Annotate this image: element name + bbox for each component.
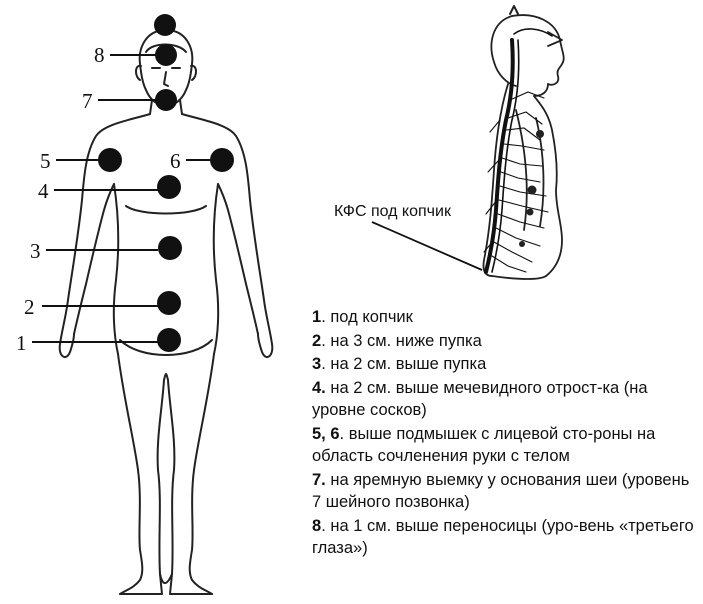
point-label-1: 1	[16, 331, 27, 355]
legend: 1. под копчик 2. на 3 см. ниже пупка 3. …	[312, 306, 698, 561]
leader-lines	[32, 54, 210, 343]
side-view-figure	[482, 5, 565, 280]
point-2-dot	[157, 291, 181, 315]
crown-dot	[154, 14, 176, 36]
chakra-points	[98, 14, 234, 352]
legend-item-8: 8. на 1 см. выше переносицы (уро-вень «т…	[312, 516, 694, 558]
legend-item-4: 4. на 2 см. выше мечевидного отрост-ка (…	[312, 378, 648, 420]
point-3-dot	[158, 236, 182, 260]
point-label-7: 7	[82, 89, 93, 113]
point-label-4: 4	[38, 179, 49, 203]
point-4-dot	[157, 175, 181, 199]
legend-item-1: 1. под копчик	[312, 308, 413, 326]
human-figure-outline	[58, 29, 274, 595]
point-7-dot	[155, 89, 177, 111]
point-1-dot	[157, 328, 181, 352]
point-label-6: 6	[170, 149, 181, 173]
point-label-3: 3	[30, 239, 41, 263]
legend-item-2: 2. на 3 см. ниже пупка	[312, 331, 482, 350]
legend-item-7: 7. на яремную выемку у основания шеи (ур…	[312, 470, 690, 512]
legend-item-5-6: 5, 6. выше подмышек с лицевой сто-роны н…	[312, 424, 656, 466]
legend-item-3: 3. на 2 см. выше пупка	[312, 355, 487, 373]
spine-nerves	[483, 28, 553, 274]
point-label-5: 5	[40, 149, 51, 173]
spine-callout-label: КФС под копчик	[334, 203, 452, 220]
point-5-dot	[98, 148, 122, 172]
point-label-2: 2	[24, 295, 35, 319]
point-6-dot	[210, 148, 234, 172]
spine-callout-line	[371, 221, 483, 271]
point-8-dot	[155, 44, 177, 66]
point-label-8: 8	[94, 43, 105, 67]
point-labels: 8 7 5 6 4 3 2 1	[16, 43, 181, 355]
